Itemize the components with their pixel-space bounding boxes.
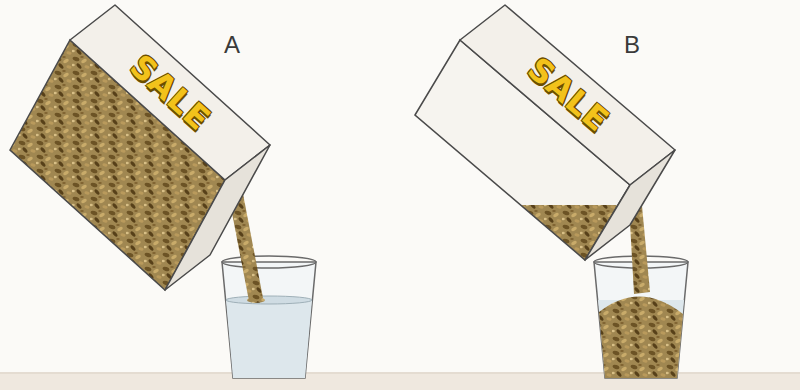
floating-cereal [247,297,265,303]
water [226,300,312,378]
sunk-cereal [599,296,683,378]
water-surface [226,296,312,304]
panel-letter: A [224,31,240,59]
box-end [165,145,270,290]
glass [222,262,316,378]
box-side [70,5,270,180]
box-outline [0,0,300,300]
cereal-box: SALE [400,0,700,300]
box-outline [400,0,700,300]
glass-rim [222,256,316,268]
cereal-inside [400,205,700,390]
table-surface [0,372,800,390]
box-side [460,5,675,185]
table-edge [0,373,800,374]
box-end [585,150,675,260]
cereal-box: SALE [0,0,300,300]
panel-letter: B [624,31,640,59]
